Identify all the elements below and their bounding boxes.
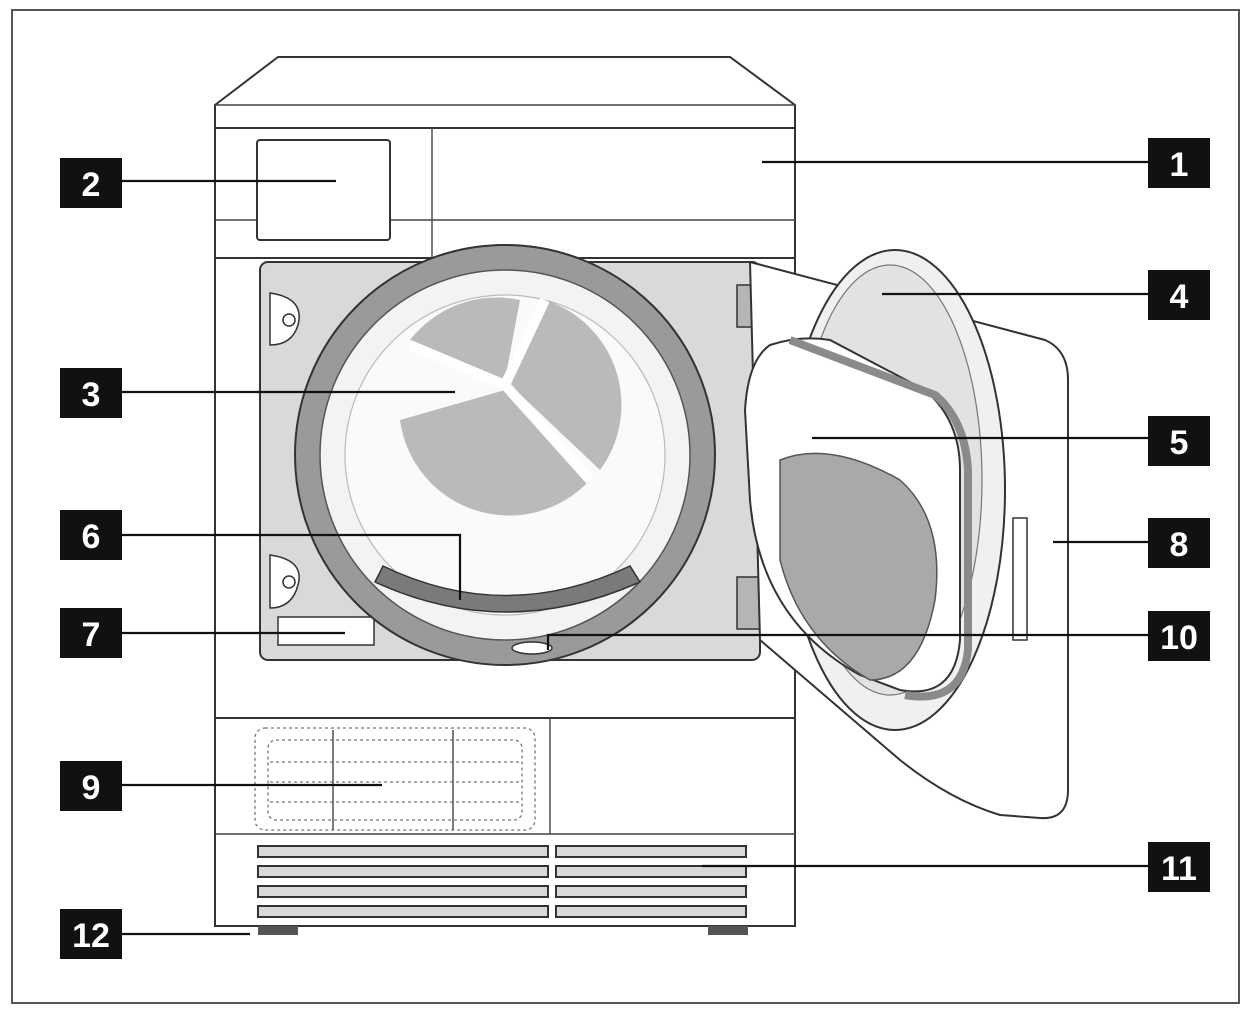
svg-text:10: 10 <box>1160 619 1198 657</box>
callout-2: 2 <box>60 158 122 208</box>
door-handle <box>1013 518 1027 640</box>
foot-right <box>708 926 748 935</box>
svg-text:8: 8 <box>1170 526 1189 564</box>
svg-text:5: 5 <box>1170 424 1189 462</box>
svg-text:9: 9 <box>82 769 101 807</box>
callout-10: 10 <box>1148 611 1210 661</box>
door-catch <box>512 642 552 654</box>
water-container-drawer <box>257 140 390 240</box>
callout-4: 4 <box>1148 270 1210 320</box>
svg-text:12: 12 <box>72 917 110 955</box>
callout-11: 11 <box>1148 842 1210 892</box>
foot-left <box>258 926 298 935</box>
callout-3: 3 <box>60 368 122 418</box>
callout-6: 6 <box>60 510 122 560</box>
callout-5: 5 <box>1148 416 1210 466</box>
svg-text:3: 3 <box>82 376 101 414</box>
type-plate <box>278 617 374 645</box>
svg-text:1: 1 <box>1170 146 1189 184</box>
svg-text:11: 11 <box>1161 850 1197 888</box>
callout-1: 1 <box>1148 138 1210 188</box>
top-cover <box>215 57 795 128</box>
svg-text:4: 4 <box>1170 278 1189 316</box>
svg-text:2: 2 <box>82 166 101 204</box>
callout-7: 7 <box>60 608 122 658</box>
callout-12: 12 <box>60 909 122 959</box>
callout-8: 8 <box>1148 518 1210 568</box>
svg-text:7: 7 <box>82 616 101 654</box>
callout-9: 9 <box>60 761 122 811</box>
svg-text:6: 6 <box>82 518 101 556</box>
